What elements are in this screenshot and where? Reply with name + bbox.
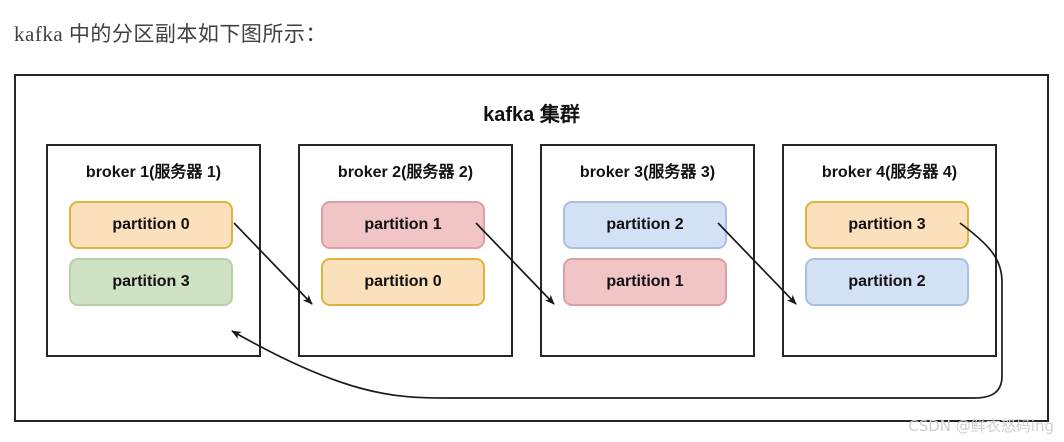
broker-label-3: broker 3(服务器 3) bbox=[579, 164, 716, 181]
broker-box-4: broker 4(服务器 4) partition 3 partition 2 bbox=[782, 144, 997, 357]
partition-chip-b4-p0: partition 3 bbox=[805, 201, 969, 249]
partition-chip-b3-p0: partition 2 bbox=[563, 201, 727, 249]
broker-label-2: broker 2(服务器 2) bbox=[337, 164, 474, 181]
broker-box-3: broker 3(服务器 3) partition 2 partition 1 bbox=[540, 144, 755, 357]
diagram-title: kafka 集群 bbox=[483, 104, 580, 126]
broker-box-1: broker 1(服务器 1) partition 0 partition 3 bbox=[46, 144, 261, 357]
partition-chip-b2-p1: partition 0 bbox=[321, 258, 485, 306]
page-caption: kafka 中的分区副本如下图所示： bbox=[14, 22, 327, 46]
partition-chip-b3-p1: partition 1 bbox=[563, 258, 727, 306]
partition-chip-b1-p1: partition 3 bbox=[69, 258, 233, 306]
partition-chip-b1-p0: partition 0 bbox=[69, 201, 233, 249]
partition-chip-b2-p0: partition 1 bbox=[321, 201, 485, 249]
broker-label-4: broker 4(服务器 4) bbox=[821, 164, 958, 181]
kafka-cluster-diagram: kafka 集群 broker 1(服务器 1) partition 0 par… bbox=[14, 74, 1049, 422]
partition-chip-b4-p1: partition 2 bbox=[805, 258, 969, 306]
broker-label-1: broker 1(服务器 1) bbox=[85, 164, 222, 181]
csdn-watermark: CSDN @鲜衣怒码ing bbox=[908, 417, 1054, 435]
broker-box-2: broker 2(服务器 2) partition 1 partition 0 bbox=[298, 144, 513, 357]
